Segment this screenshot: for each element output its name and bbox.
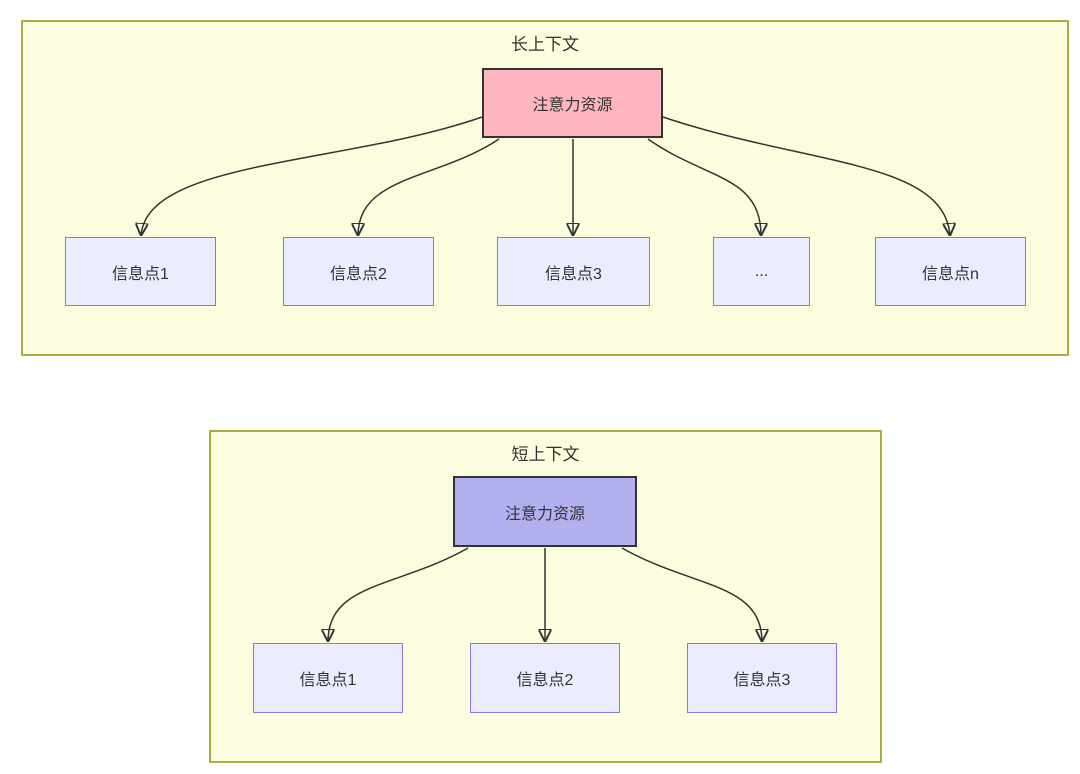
short-attention-node: 注意力资源: [453, 476, 637, 547]
long-info-node-2: 信息点2: [283, 237, 434, 306]
short-info-node-2: 信息点2: [470, 643, 620, 713]
short-info-node-3: 信息点3: [687, 643, 837, 713]
long-info-node-1: 信息点1: [65, 237, 216, 306]
long-info-node-3: 信息点3: [497, 237, 650, 306]
long-info-node-dots: ...: [713, 237, 810, 306]
long-info-node-n: 信息点n: [875, 237, 1026, 306]
long-attention-node: 注意力资源: [482, 68, 663, 138]
long-context-title: 长上下文: [511, 35, 579, 54]
short-context-title: 短上下文: [511, 445, 580, 464]
short-info-node-1: 信息点1: [253, 643, 403, 713]
